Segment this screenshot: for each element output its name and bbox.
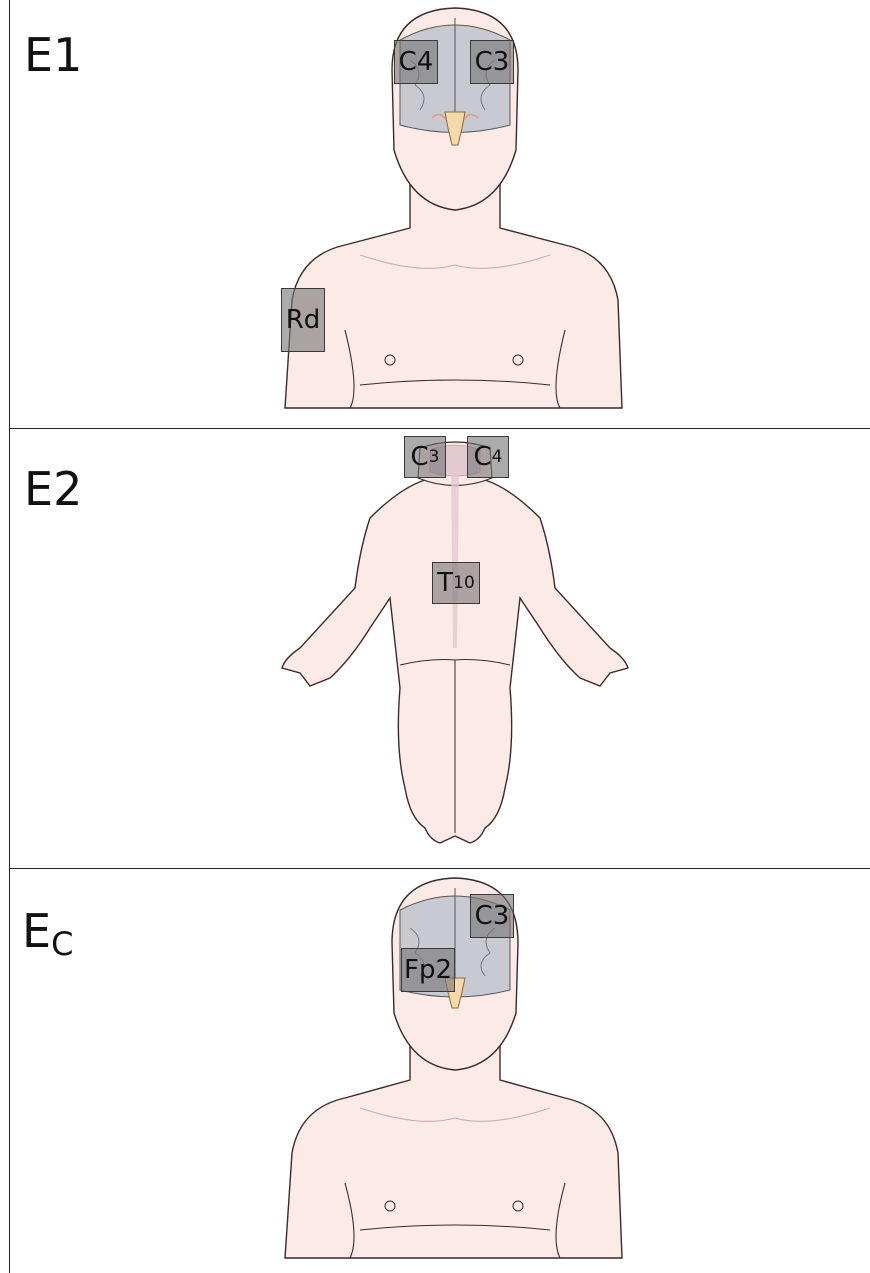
electrode-t10-sub: 10: [453, 573, 475, 593]
head-front: [392, 8, 518, 210]
torso-front-illustration-2: [0, 868, 870, 1273]
electrode-c3-back-sub: 3: [429, 447, 440, 467]
electrode-c4-back-sub: 4: [492, 447, 503, 467]
electrode-c3-back-label: C: [411, 442, 429, 472]
body-back: [282, 442, 628, 843]
electrode-rd-label: Rd: [286, 305, 321, 335]
electrode-c4: C4: [394, 40, 438, 84]
panel-ec: EC C3 Fp2: [0, 868, 870, 1273]
electrode-c4-label: C4: [399, 47, 434, 77]
panel-e1: E1 C4 C3 Rd: [0, 0, 870, 428]
torso-body: [285, 180, 622, 408]
electrode-c4-back-label: C: [474, 442, 492, 472]
body-back-illustration: [0, 428, 870, 868]
electrode-fp2-label: Fp2: [404, 955, 452, 985]
electrode-rd: Rd: [281, 288, 325, 352]
electrode-c3-label: C3: [475, 47, 510, 77]
electrode-t10-label: T: [437, 568, 453, 598]
electrode-c3-ec-label: C3: [475, 901, 510, 931]
electrode-fp2: Fp2: [401, 948, 455, 992]
electrode-c3-ec: C3: [470, 894, 514, 938]
electrode-c3: C3: [470, 40, 514, 84]
